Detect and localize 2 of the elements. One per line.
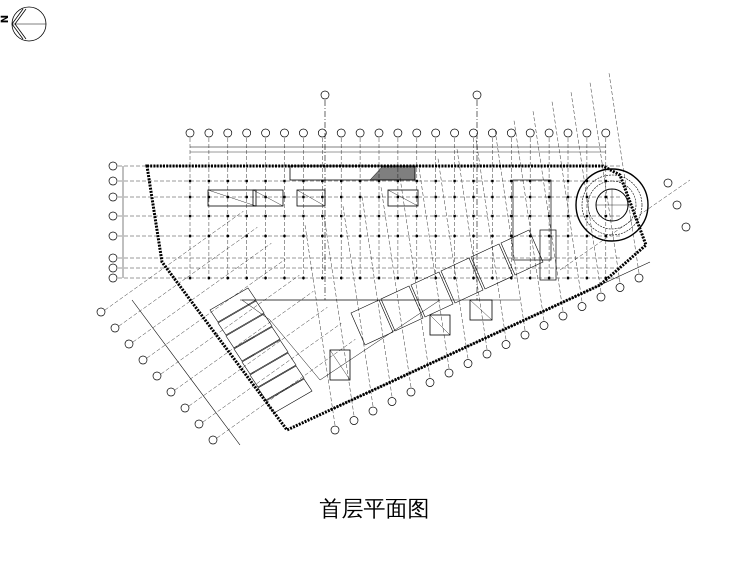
drawing-caption: 首层平面图: [320, 496, 430, 524]
north-label: N: [1, 14, 12, 24]
